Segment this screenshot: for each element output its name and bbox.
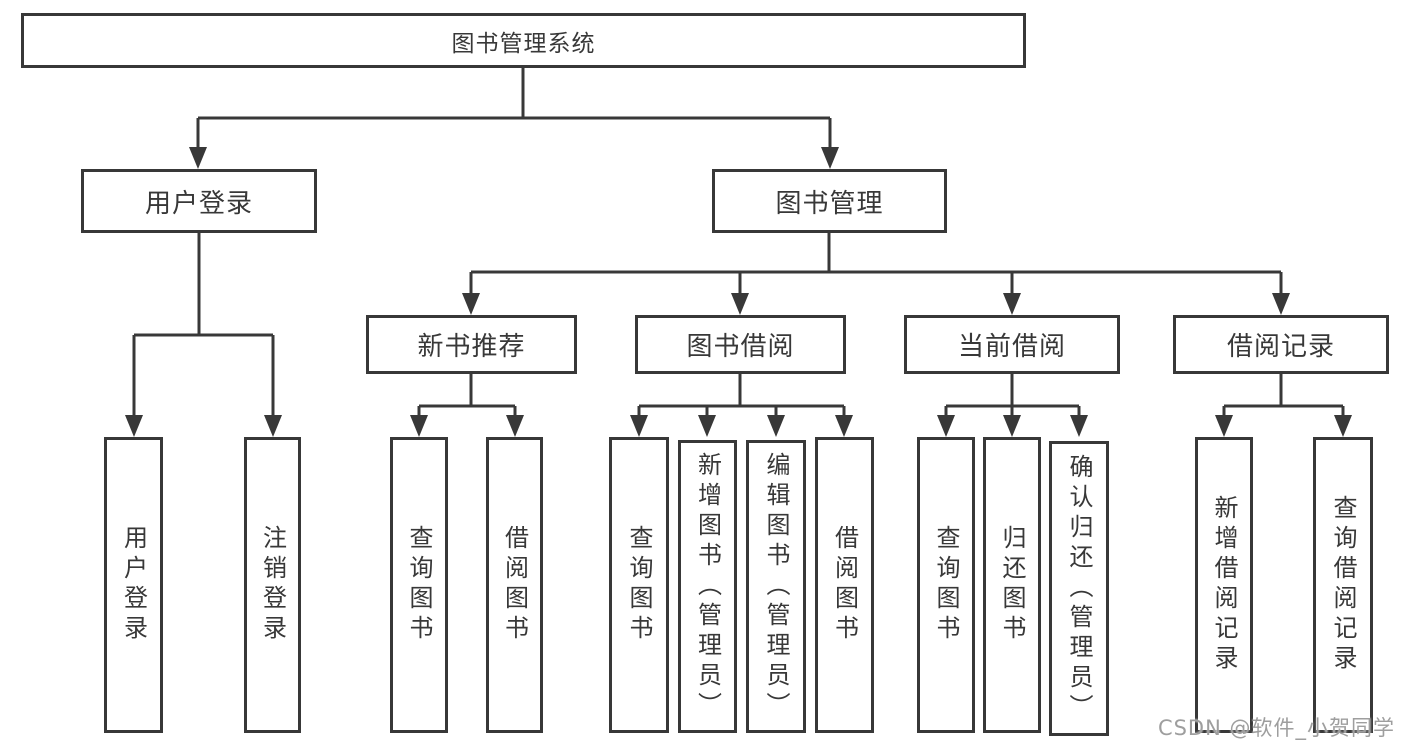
node-borrow-record: 借阅记录: [1173, 315, 1389, 374]
node-label: 查询图书: [405, 525, 433, 645]
node-label: 图书管理: [775, 188, 884, 219]
node-logout-action: 注销登录: [244, 437, 301, 733]
node-book-management: 图书管理: [712, 169, 947, 233]
node-label: 借阅记录: [1226, 332, 1335, 362]
node-label: 查询图书: [932, 525, 960, 645]
node-nbr-borrow-books: 借阅图书: [486, 437, 543, 733]
node-label: 用户登录: [119, 525, 148, 645]
node-bb-borrow-books: 借阅图书: [815, 437, 874, 733]
node-label: 新增图书（管理员）: [693, 451, 722, 722]
node-user-login: 用户登录: [81, 169, 317, 233]
node-label: 用户登录: [144, 188, 253, 219]
node-label: 查询图书: [625, 525, 653, 645]
watermark-csdn: CSDN @软件_小贺同学: [1157, 716, 1395, 740]
node-label: 注销登录: [258, 525, 287, 645]
node-bb-add-books-admin: 新增图书（管理员）: [678, 440, 737, 733]
node-current-borrow: 当前借阅: [904, 315, 1120, 374]
node-label: 查询借阅记录: [1329, 495, 1357, 675]
node-bb-edit-books-admin: 编辑图书（管理员）: [746, 440, 806, 733]
node-br-query-record: 查询借阅记录: [1313, 437, 1373, 733]
node-label: 当前借阅: [957, 332, 1066, 362]
node-nbr-query-books: 查询图书: [390, 437, 448, 733]
node-label: 借阅图书: [500, 525, 529, 645]
node-br-add-record: 新增借阅记录: [1195, 437, 1253, 733]
node-label: 借阅图书: [830, 525, 859, 645]
node-cb-query-books: 查询图书: [917, 437, 975, 733]
node-cb-return-books: 归还图书: [983, 437, 1041, 733]
node-label: 图书管理系统: [451, 30, 596, 57]
node-new-book-recommend: 新书推荐: [366, 315, 577, 374]
node-label: 确认归还（管理员）: [1065, 453, 1093, 724]
node-label: 归还图书: [998, 525, 1026, 645]
node-cb-confirm-return-admin: 确认归还（管理员）: [1049, 441, 1109, 736]
node-book-borrow: 图书借阅: [635, 315, 846, 374]
node-user-login-action: 用户登录: [104, 437, 163, 733]
node-label: 新增借阅记录: [1210, 495, 1238, 675]
node-label: 新书推荐: [417, 332, 526, 362]
node-library-management-system: 图书管理系统: [21, 13, 1026, 68]
node-bb-query-books: 查询图书: [609, 437, 669, 733]
node-label: 图书借阅: [686, 332, 795, 362]
node-label: 编辑图书（管理员）: [762, 451, 790, 722]
